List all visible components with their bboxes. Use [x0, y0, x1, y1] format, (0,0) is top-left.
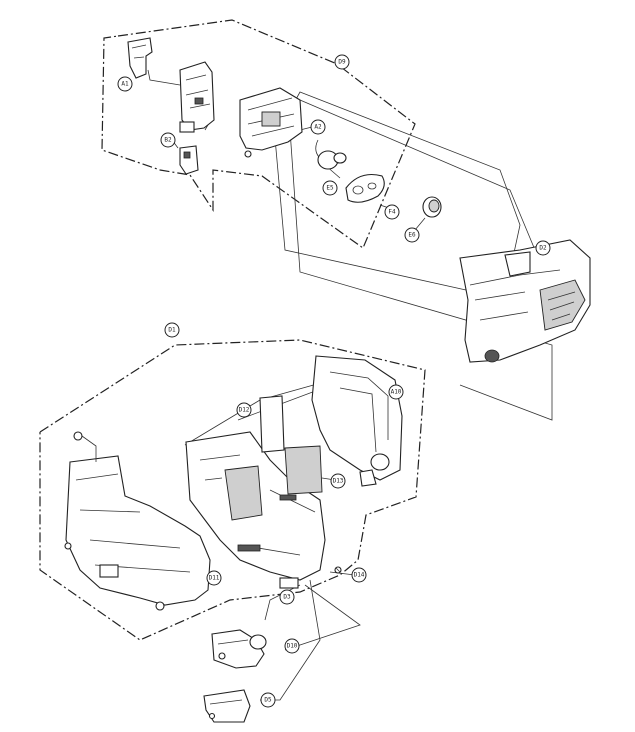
callout-c3-label: B2: [164, 137, 172, 144]
callout-c7-label: E6: [408, 232, 416, 239]
hinge-bracket: [211, 629, 267, 669]
callout-c14-label: D11: [209, 575, 220, 582]
shield-sheet-b: [284, 445, 323, 495]
callout-c12: D13: [330, 473, 346, 489]
callout-c4-label: A2: [314, 124, 322, 131]
callout-c4: A2: [310, 119, 326, 135]
callout-c11: D12: [236, 402, 252, 418]
shield-sheet-a: [259, 395, 285, 453]
callout-c1: D9: [334, 54, 350, 70]
callout-c13-label: D14: [354, 572, 365, 579]
callout-c11-label: D12: [239, 407, 250, 414]
callout-c6: F4: [384, 204, 400, 220]
rear-frame: [64, 431, 211, 611]
oval-lens-plate: [345, 173, 385, 203]
top-bracket: [127, 37, 153, 79]
callout-c8-label: D2: [539, 245, 547, 252]
small-switch: [179, 145, 199, 175]
callout-c16-label: D10: [287, 643, 298, 650]
round-button: [422, 196, 442, 218]
callout-c2-label: A1: [121, 81, 129, 88]
callout-c17-label: D5: [264, 697, 272, 704]
callout-c17: D5: [260, 692, 276, 708]
callout-c15-label: D3: [283, 594, 291, 601]
callout-c6-label: F4: [388, 209, 396, 216]
callout-c13: D14: [351, 567, 367, 583]
callout-c7: E6: [404, 227, 420, 243]
callout-c10: A10: [388, 384, 404, 400]
callout-c14: D11: [206, 570, 222, 586]
callout-c5-label: E5: [326, 185, 334, 192]
callout-c5: E5: [322, 180, 338, 196]
lcd-bracket: [311, 355, 403, 487]
upper-assembly-boundary: [101, 19, 416, 249]
bottom-bracket: [203, 689, 251, 723]
lens-cylinder: [315, 139, 347, 170]
circuit-board: [185, 431, 326, 589]
callout-c9-label: D1: [168, 327, 176, 334]
callout-c9: D1: [164, 322, 180, 338]
callout-c12-label: D13: [333, 478, 344, 485]
callout-c1-label: D9: [338, 59, 346, 66]
callout-c15: D3: [279, 589, 295, 605]
callout-c8: D2: [535, 240, 551, 256]
main-chassis: [239, 87, 303, 158]
front-cover: [459, 239, 591, 363]
cam-frame-left: [179, 61, 215, 133]
callout-c16: D10: [284, 638, 300, 654]
callout-c2: A1: [117, 76, 133, 92]
callout-c3: B2: [160, 132, 176, 148]
callout-c10-label: A10: [391, 389, 402, 396]
small-screw: [334, 566, 342, 574]
